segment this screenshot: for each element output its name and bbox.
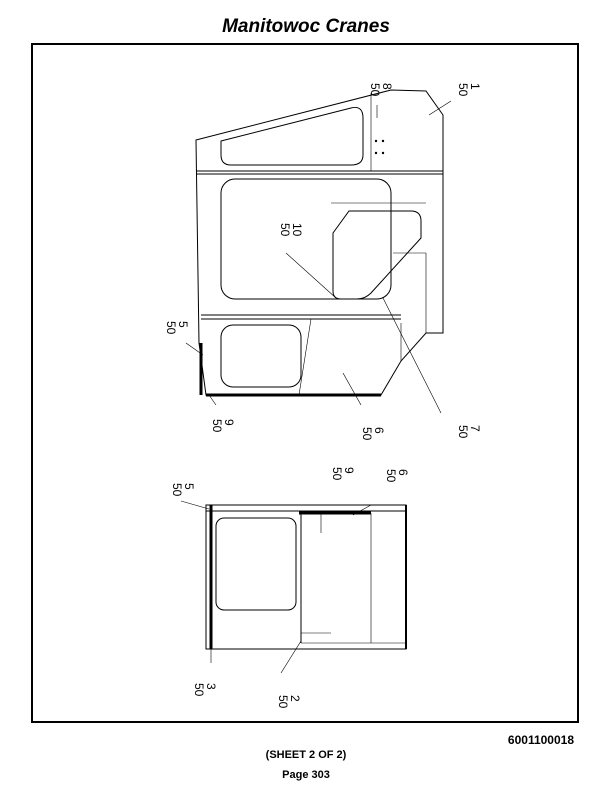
end-outline — [205, 504, 407, 650]
side-window — [220, 178, 392, 300]
callout-group: 50 — [210, 419, 224, 433]
callout-group: 50 — [368, 83, 382, 97]
page-number: Page 303 — [282, 769, 330, 781]
callout-group: 50 — [360, 427, 374, 441]
callout-item: 6 — [372, 427, 386, 434]
callout-item: 2 — [288, 695, 302, 702]
callout-group: 50 — [456, 83, 470, 97]
leader-10 — [285, 252, 337, 299]
callout-item: 6 — [396, 469, 410, 476]
sheet-label: (SHEET 2 OF 2) — [265, 749, 347, 761]
end-window — [215, 517, 297, 611]
callout-group: 50 — [170, 483, 184, 497]
door-window — [332, 210, 422, 300]
bolt — [374, 139, 378, 143]
callout-item: 7 — [468, 425, 482, 432]
leader-6 — [342, 372, 362, 406]
cab-drawing: 50 8 50 1 50 10 50 5 50 9 50 6 50 7 50 — [164, 83, 482, 709]
lower-cab-view — [180, 500, 407, 674]
callout-item: 5 — [182, 483, 196, 490]
leader-5 — [185, 342, 204, 356]
document-number: 6001100018 — [507, 733, 574, 747]
drawing-frame — [31, 43, 579, 723]
callout-group: 50 — [276, 695, 290, 709]
rear-door-edge — [298, 318, 312, 396]
callout-group: 50 — [384, 469, 398, 483]
callout-labels: 50 8 50 1 50 10 50 5 50 9 50 6 50 7 50 — [164, 83, 482, 709]
leader-9 — [208, 394, 217, 406]
callout-item: 9 — [342, 467, 356, 474]
callout-group: 50 — [278, 223, 292, 237]
leader-2b — [280, 640, 302, 674]
upper-cab-view — [185, 89, 452, 414]
leader-5b — [180, 500, 210, 510]
bolt — [381, 151, 385, 155]
callout-item: 1 — [468, 83, 482, 90]
callout-item: 3 — [204, 683, 218, 690]
callout-item: 9 — [222, 419, 236, 426]
callout-group: 50 — [164, 321, 178, 335]
cab-outline — [195, 89, 444, 396]
callout-item: 5 — [176, 321, 190, 328]
roof-window — [220, 107, 364, 166]
callout-item: 10 — [290, 223, 304, 237]
callout-group: 50 — [192, 683, 206, 697]
callout-group: 50 — [456, 425, 470, 439]
rear-window — [220, 324, 302, 388]
callout-item: 8 — [380, 83, 394, 90]
leader-7 — [382, 297, 442, 414]
leader-6b — [352, 504, 372, 516]
callout-group: 50 — [330, 467, 344, 481]
bolt — [374, 151, 378, 155]
page-title: Manitowoc Cranes — [222, 16, 390, 37]
leader-1 — [428, 100, 452, 116]
bolt — [381, 139, 385, 143]
